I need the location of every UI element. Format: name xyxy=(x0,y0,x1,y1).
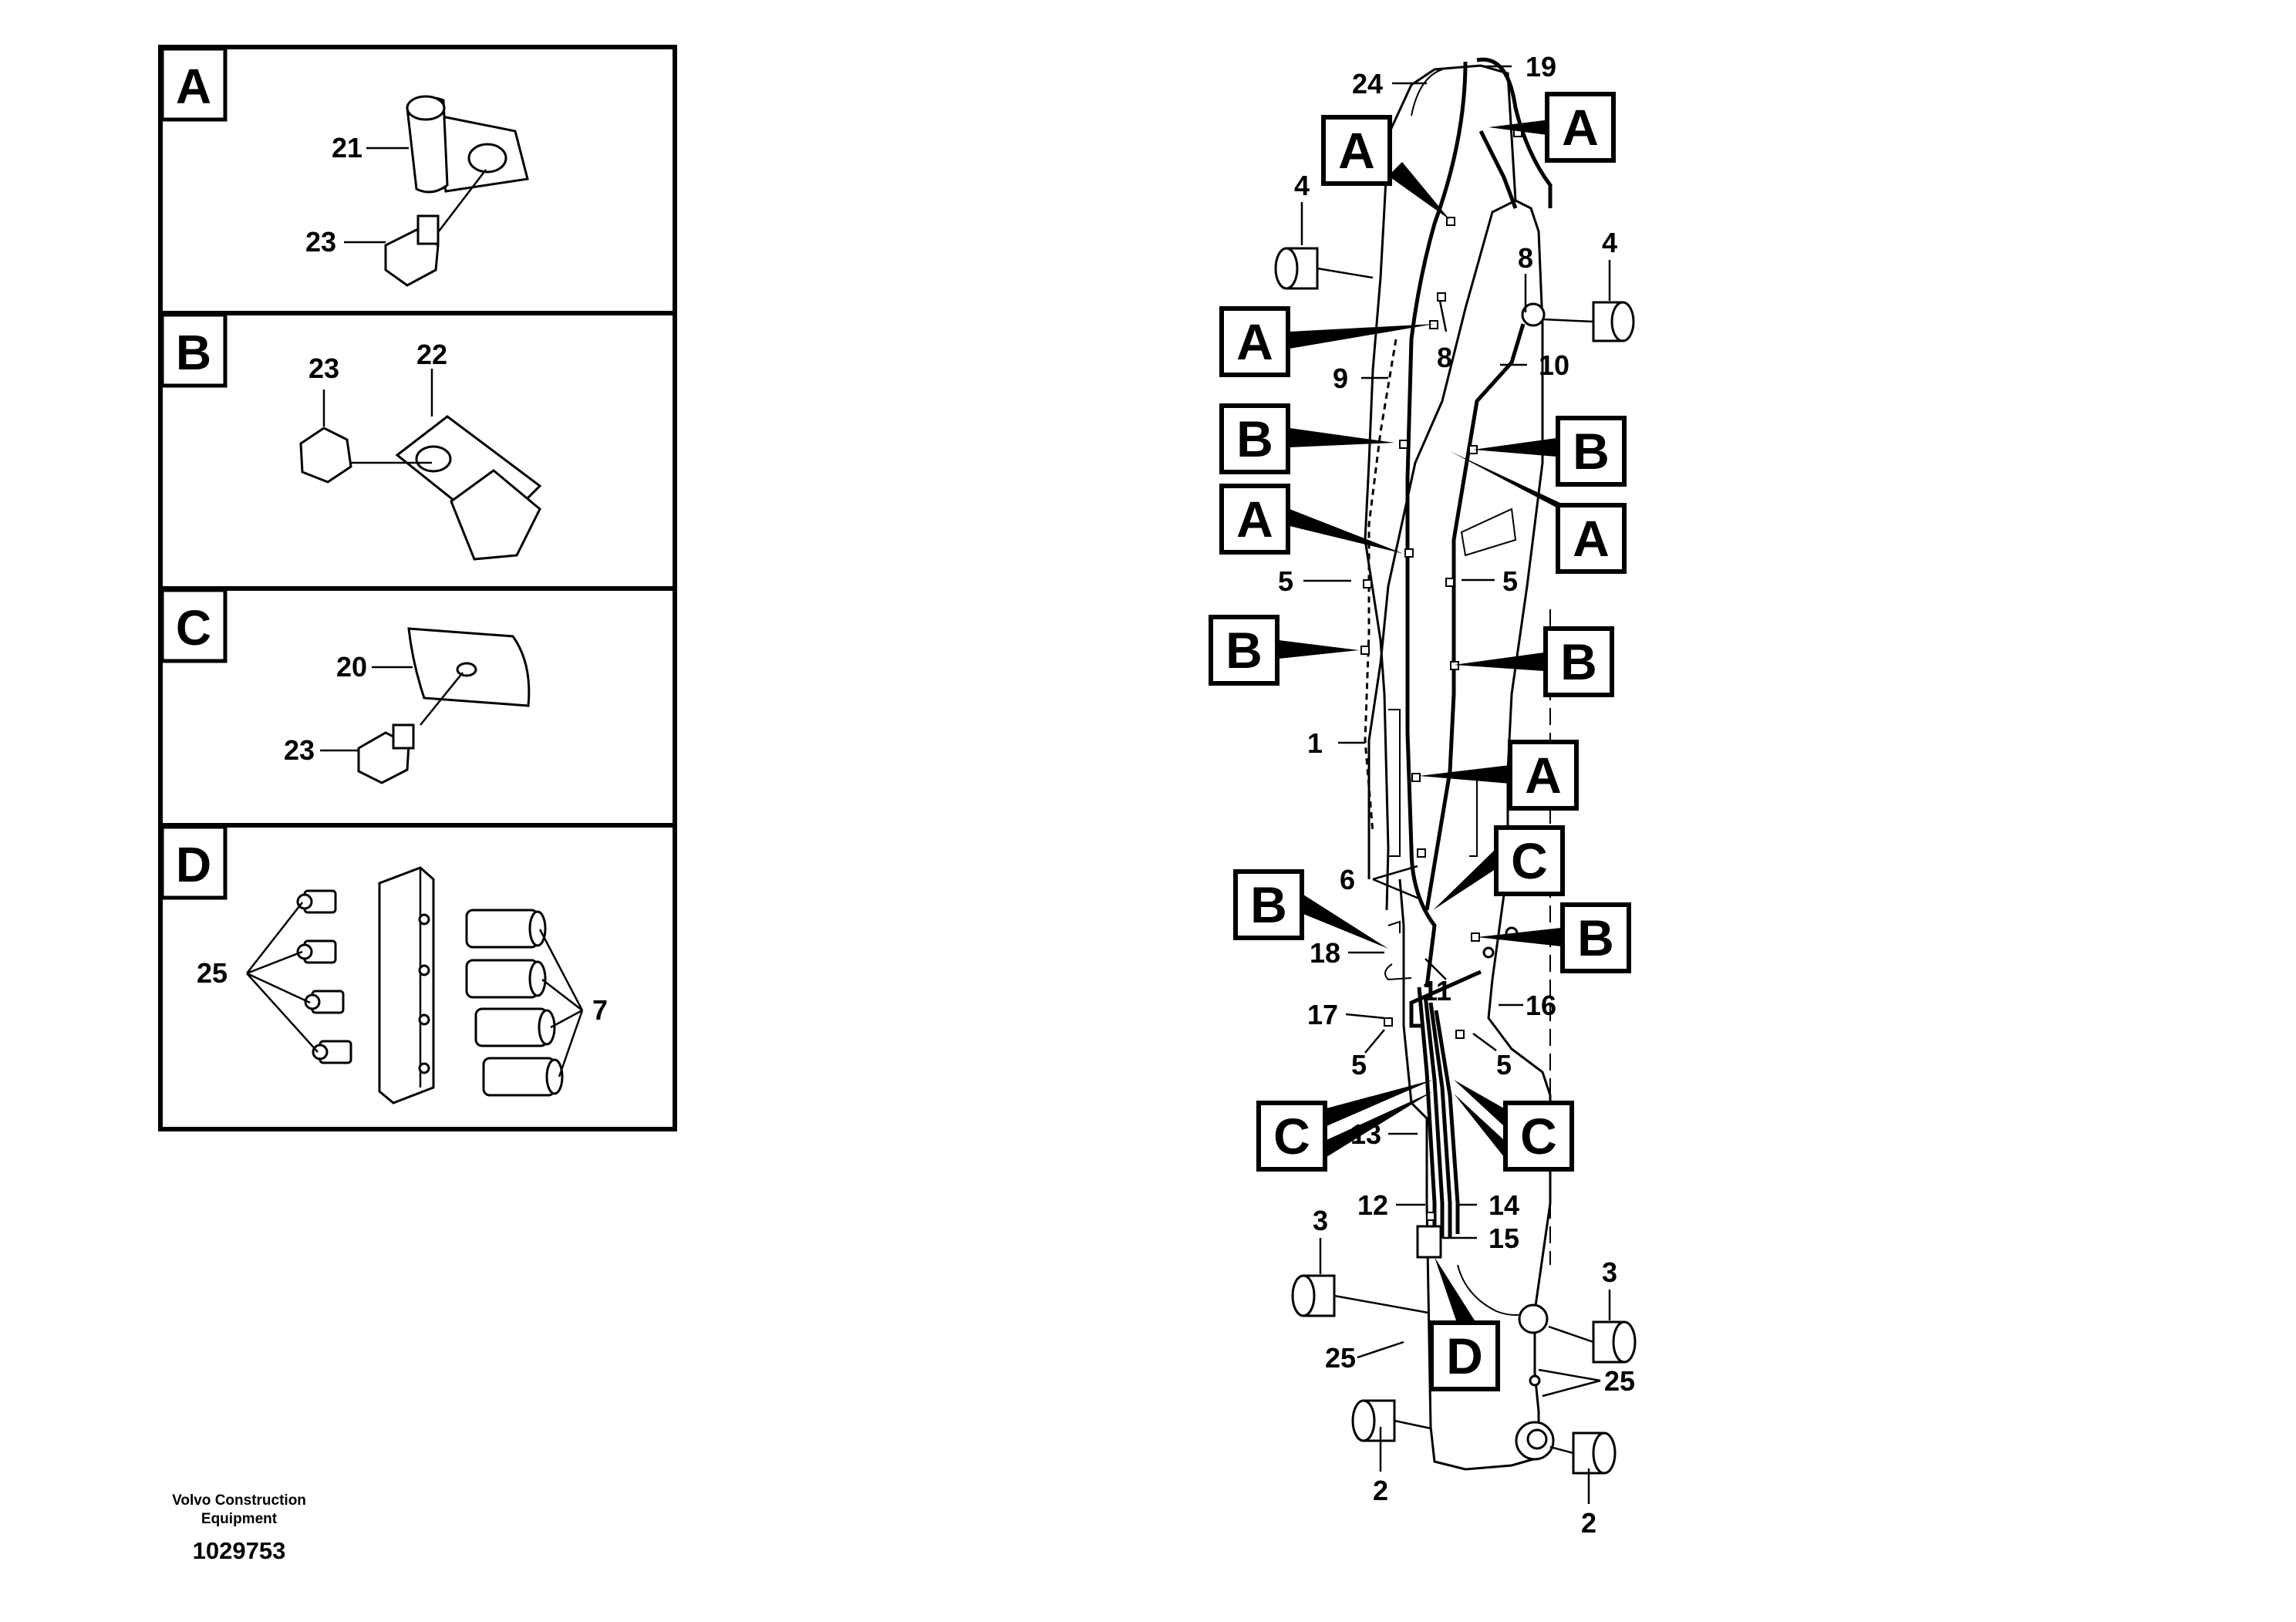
callout-25-left: 25 xyxy=(1325,1342,1356,1374)
callout-11: 11 xyxy=(1422,975,1451,1007)
svg-text:B: B xyxy=(1560,633,1597,690)
detail-box-c-lower-right: C xyxy=(1454,1080,1574,1172)
callout-4-left: 4 xyxy=(1294,170,1310,201)
svg-text:B: B xyxy=(1573,423,1610,480)
callout-9: 9 xyxy=(1333,363,1348,394)
footer: Volvo Construction Equipment 1029753 xyxy=(172,1492,306,1564)
arm-drawing xyxy=(1274,57,1637,1475)
callout-6: 6 xyxy=(1340,864,1355,895)
svg-text:A: A xyxy=(1338,122,1375,179)
callout-23: 23 xyxy=(284,734,315,766)
callout-4-right: 4 xyxy=(1602,227,1617,258)
detail-box-c-upper: C xyxy=(1433,825,1565,910)
svg-text:B: B xyxy=(1226,622,1263,679)
drawing-number: 1029753 xyxy=(193,1537,286,1564)
callout-23: 23 xyxy=(308,352,339,384)
bushing-3-left xyxy=(1291,1274,1429,1317)
callout-23: 23 xyxy=(305,226,336,258)
callout-5-upper-right: 5 xyxy=(1502,565,1518,597)
bushing-4-right xyxy=(1542,301,1635,342)
callout-8-right: 8 xyxy=(1518,242,1533,274)
callout-17: 17 xyxy=(1307,999,1338,1030)
callout-12: 12 xyxy=(1357,1189,1388,1221)
company-name-line1: Volvo Construction xyxy=(172,1492,306,1509)
svg-text:D: D xyxy=(1446,1327,1483,1384)
callout-25: 25 xyxy=(197,957,228,989)
callout-16: 16 xyxy=(1526,990,1556,1021)
callout-7: 7 xyxy=(592,994,608,1026)
callout-5-upper-left: 5 xyxy=(1278,565,1293,597)
clamp-22-drawing xyxy=(299,415,542,561)
callout-1: 1 xyxy=(1307,727,1323,759)
svg-text:B: B xyxy=(1236,410,1273,467)
detail-box-c-lower-left: C xyxy=(1256,1080,1433,1172)
callout-10: 10 xyxy=(1539,349,1569,381)
detail-box-b-upper-left: B xyxy=(1219,403,1394,474)
callout-14: 14 xyxy=(1489,1189,1519,1221)
callout-2-right: 2 xyxy=(1581,1507,1596,1539)
callout-5-lower-right: 5 xyxy=(1496,1049,1512,1081)
svg-text:A: A xyxy=(1573,510,1610,567)
svg-text:A: A xyxy=(1236,313,1273,370)
inset-letter-d: D xyxy=(176,837,211,892)
detail-box-a-right-mid: A xyxy=(1450,451,1627,574)
clamp-20-drawing xyxy=(357,627,531,784)
inset-panel-b: B 22 23 xyxy=(160,312,542,561)
callout-3-right: 3 xyxy=(1602,1256,1617,1288)
inset-panel-a: A 21 23 xyxy=(160,46,529,287)
bushing-4-left xyxy=(1274,247,1374,290)
detail-box-b-lower-left: B xyxy=(1233,869,1388,949)
leader-lines xyxy=(1300,65,1611,1504)
callout-19: 19 xyxy=(1526,51,1556,83)
numeric-callouts: 24 19 4 4 8 8 9 10 5 5 1 6 18 11 17 16 5… xyxy=(1278,51,1635,1539)
detail-box-a-lower: A xyxy=(1419,740,1579,811)
bushing-2-left xyxy=(1351,1399,1431,1442)
detail-box-d: D xyxy=(1429,1257,1500,1391)
callout-20: 20 xyxy=(336,651,367,683)
callout-22: 22 xyxy=(416,339,447,370)
bushing-2-right xyxy=(1549,1431,1617,1475)
svg-text:A: A xyxy=(1236,491,1273,548)
inset-letter-a: A xyxy=(176,59,211,114)
svg-text:C: C xyxy=(1273,1108,1310,1165)
svg-text:C: C xyxy=(1520,1108,1557,1165)
callout-2-left: 2 xyxy=(1373,1475,1388,1506)
bushing-3-right xyxy=(1548,1320,1637,1364)
callout-18: 18 xyxy=(1310,937,1340,969)
callout-21: 21 xyxy=(332,132,362,164)
callout-8-left: 8 xyxy=(1437,342,1452,373)
inset-letter-c: C xyxy=(176,600,211,656)
detail-box-a-top-left: A xyxy=(1321,115,1450,220)
svg-text:B: B xyxy=(1250,876,1287,933)
callout-3-left: 3 xyxy=(1313,1205,1328,1236)
detail-box-b-upper-right: B xyxy=(1473,416,1627,487)
detail-box-a-top-right: A xyxy=(1489,92,1616,163)
callout-5-lower-left: 5 xyxy=(1351,1049,1367,1081)
callout-15: 15 xyxy=(1489,1222,1519,1254)
svg-text:A: A xyxy=(1525,747,1562,804)
detail-box-a-upper: A xyxy=(1219,306,1435,377)
junction-block-drawing xyxy=(296,866,564,1104)
detail-reference-boxes: A A A A A A B xyxy=(1209,92,1631,1391)
detail-box-b-mid-right: B xyxy=(1454,626,1614,697)
arm-body-outline xyxy=(1364,64,1517,911)
svg-text:C: C xyxy=(1511,832,1548,889)
detail-box-a-mid-left: A xyxy=(1219,484,1404,555)
detail-box-b-mid-left: B xyxy=(1209,615,1359,686)
svg-text:A: A xyxy=(1562,99,1599,156)
inset-letter-b: B xyxy=(176,325,211,380)
clamp-21-drawing xyxy=(384,95,529,287)
detail-box-b-lower-right: B xyxy=(1477,902,1631,973)
callout-25-right: 25 xyxy=(1604,1365,1635,1397)
detail-insets: A 21 23 B xyxy=(158,45,677,1131)
callout-24: 24 xyxy=(1352,68,1383,99)
inset-panel-d: D xyxy=(160,824,608,1104)
inset-panel-c: C 20 23 xyxy=(160,588,531,784)
company-name-line2: Equipment xyxy=(201,1511,278,1527)
svg-text:B: B xyxy=(1577,909,1614,966)
